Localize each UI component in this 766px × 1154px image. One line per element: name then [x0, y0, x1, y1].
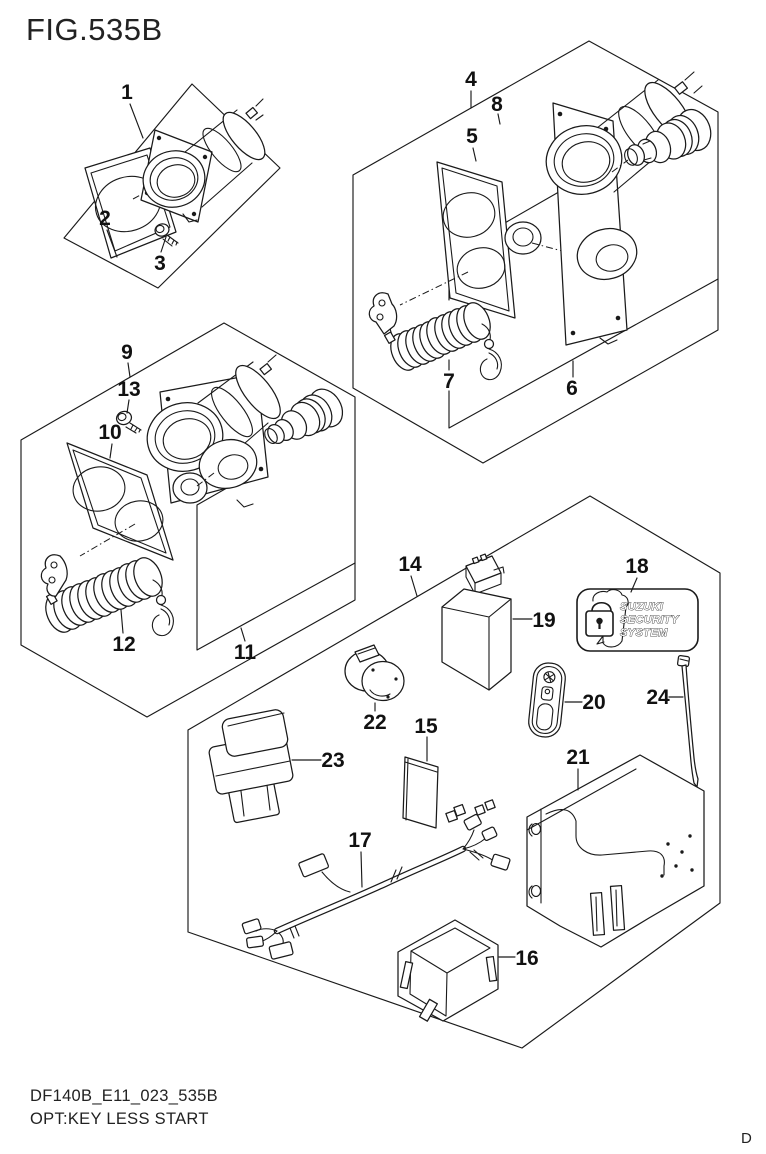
lanyard-clip: [368, 292, 398, 335]
ignition-ring: [142, 150, 206, 208]
module-case-16: [397, 919, 499, 1022]
terminal: [259, 362, 273, 376]
terminal: [245, 106, 259, 120]
part-label-18: 18: [625, 555, 649, 578]
part-label-5: 5: [466, 125, 478, 148]
box-key-switch-9: [20, 322, 356, 718]
part-label-17: 17: [348, 829, 371, 852]
ring-nut: [172, 472, 208, 504]
leader-lines: [106, 90, 684, 958]
part-label-20: 20: [582, 691, 605, 714]
relay-23: [208, 709, 294, 824]
screw-13: [115, 410, 142, 434]
part-label-23: 23: [321, 749, 344, 772]
box-kit-6-lower: [448, 278, 719, 429]
decal-line-1: SUZUKI: [620, 601, 664, 613]
padlock-shackle-icon: [591, 601, 612, 612]
part-label-24: 24: [646, 686, 670, 709]
decal-line-2: SECURITY: [620, 614, 680, 626]
key-switch-assembly-9: [40, 354, 344, 637]
decal-flag-shape: [592, 589, 629, 648]
figure-title: FIG.535B: [26, 12, 163, 47]
part-number-labels: 1 2 3 4 5 6 7 8 9 10 11 12 13 14 15 16 1…: [98, 68, 670, 970]
part-label-13: 13: [117, 378, 140, 401]
part-label-1: 1: [121, 81, 133, 104]
decal-line-3: SYSTEM: [620, 627, 668, 639]
control-module-19: [441, 553, 512, 691]
remote-key-fob-20: [528, 662, 566, 738]
terminal: [673, 81, 689, 95]
part-label-4: 4: [465, 68, 477, 91]
cable-tie-24: [676, 654, 699, 788]
part-label-12: 12: [112, 633, 135, 656]
wire-harness-17: [241, 799, 511, 960]
harness-connector: [298, 853, 329, 878]
lanyard-cord-7: [368, 292, 502, 381]
part-label-21: 21: [566, 746, 590, 769]
push-button-switch: [264, 388, 344, 445]
switch-panel-5: [436, 161, 516, 319]
lanyard-clip: [40, 554, 68, 597]
part-label-10: 10: [98, 421, 121, 444]
key-switch-assembly-1: [84, 98, 266, 259]
part-label-11: 11: [234, 641, 257, 664]
part-label-22: 22: [363, 711, 386, 734]
part-label-16: 16: [515, 947, 538, 970]
part-label-6: 6: [566, 377, 578, 400]
box-kit-11: [196, 467, 356, 651]
cushion-pad-15: [402, 756, 439, 829]
part-label-19: 19: [532, 609, 555, 632]
keyless-start-kit: SUZUKI SECURITY SYSTEM: [208, 553, 705, 1022]
page-marker: D: [741, 1130, 752, 1147]
part-label-7: 7: [443, 370, 455, 393]
part-label-8: 8: [491, 93, 503, 116]
buzzer-22: [344, 644, 405, 702]
part-label-9: 9: [121, 341, 133, 364]
part-label-14: 14: [398, 553, 422, 576]
mounting-bracket-21: [526, 754, 705, 948]
snap-hook: [479, 348, 502, 381]
box-key-switch-4: [352, 40, 719, 464]
box-keyless-set-14: [187, 495, 721, 1049]
ring-nut: [504, 221, 542, 255]
drawing-code: DF140B_E11_023_535B: [30, 1087, 218, 1105]
lanyard-cord-12: [40, 554, 174, 637]
lanyard-boss: [576, 228, 638, 280]
option-note: OPT:KEY LESS START: [30, 1110, 209, 1128]
key-switch-assembly-4: [368, 71, 712, 381]
part-label-15: 15: [414, 715, 438, 738]
security-decal-18: SUZUKI SECURITY SYSTEM: [576, 588, 699, 652]
screw-3: [154, 223, 179, 247]
ignition-ring: [545, 125, 623, 195]
part-label-3: 3: [154, 252, 166, 275]
snap-hook: [151, 604, 174, 637]
part-label-2: 2: [99, 207, 111, 230]
push-button-switch: [624, 108, 712, 166]
